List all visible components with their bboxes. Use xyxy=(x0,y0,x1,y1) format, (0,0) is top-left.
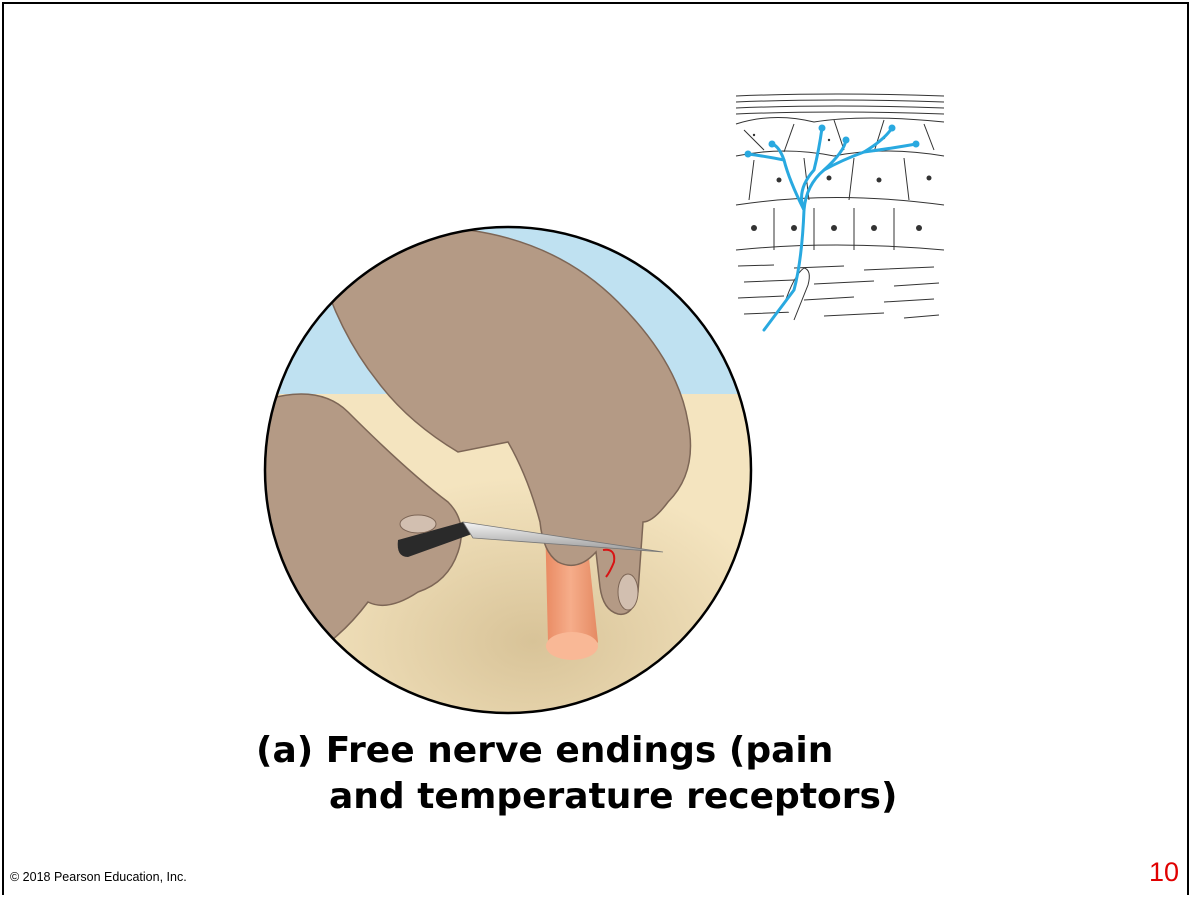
caption-line-2: and temperature receptors) xyxy=(256,774,1016,820)
figure-caption: (a) Free nerve endings (pain and tempera… xyxy=(256,728,1016,820)
page-number: 10 xyxy=(1149,857,1179,888)
free-nerve-endings-histology-icon xyxy=(734,90,946,334)
copyright-notice: © 2018 Pearson Education, Inc. xyxy=(10,870,187,884)
caption-line-1: (a) Free nerve endings (pain xyxy=(256,728,1016,774)
hand-cutting-finger-with-knife-icon xyxy=(258,222,758,717)
